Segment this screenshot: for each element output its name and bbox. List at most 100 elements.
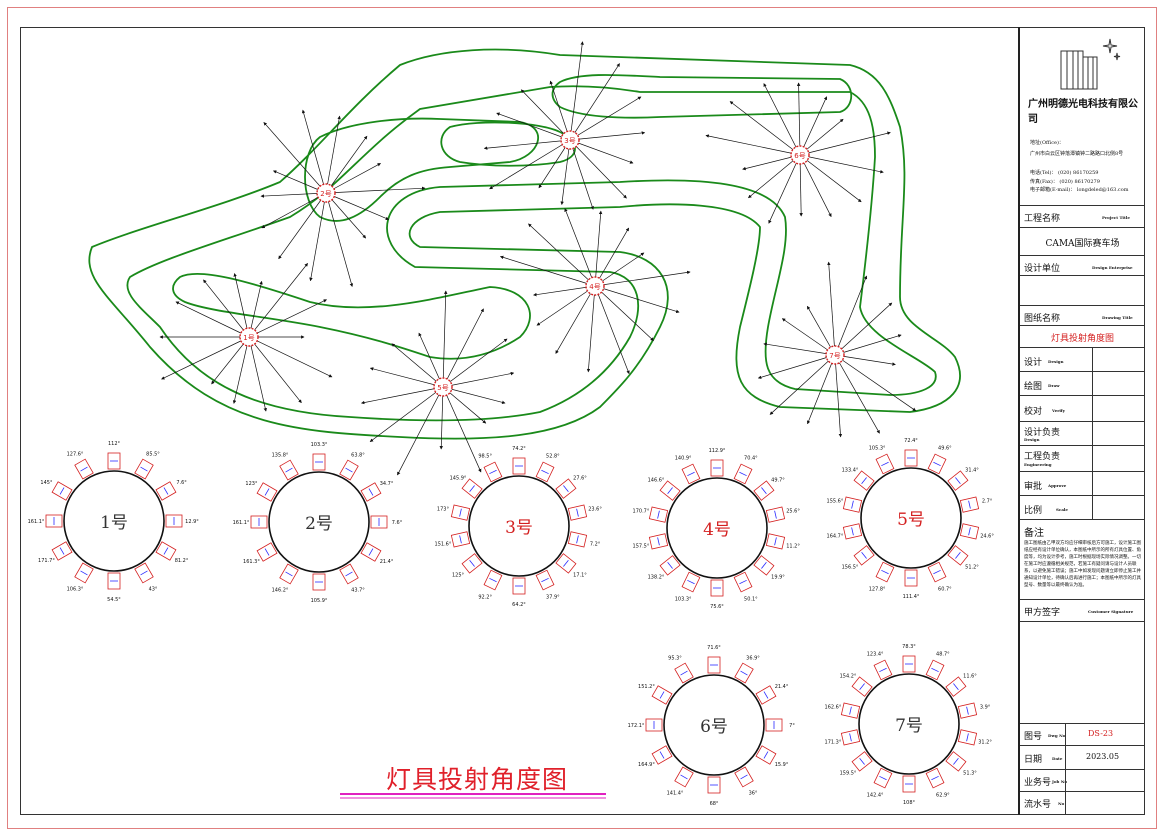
pole-marker <box>585 276 605 296</box>
track-infield-loop-1 <box>172 272 531 360</box>
angle-label: 17.1° <box>573 573 587 579</box>
angle-label: 3.9° <box>980 705 991 711</box>
fixture-mark <box>861 552 867 559</box>
track-pole-2: 2号 <box>260 109 426 287</box>
angle-label: 108° <box>903 800 916 806</box>
design-sep <box>1092 348 1093 372</box>
pole-marker <box>316 183 336 203</box>
angle-label: 159.5° <box>840 771 857 777</box>
angle-label: 141.4° <box>667 791 684 797</box>
angle-label: 145° <box>40 480 53 486</box>
angle-label: 7° <box>789 723 795 729</box>
angle-label: 106.3° <box>67 587 84 593</box>
angle-label: 25.6° <box>786 509 800 515</box>
track-pole-1: 1号 <box>159 263 333 412</box>
angle-label: 123.4° <box>867 652 884 658</box>
fixture-mark <box>59 487 65 495</box>
aim-arrow <box>569 131 646 141</box>
aim-arrow <box>586 285 596 373</box>
angle-label: 7.6° <box>176 480 187 486</box>
design-lead-row: 设计负责 Design <box>1020 421 1145 446</box>
angle-label: 54.5° <box>107 597 121 603</box>
aim-arrow <box>309 192 327 282</box>
date-sep <box>1065 746 1066 770</box>
aim-arrow <box>391 343 444 388</box>
fixture-mark <box>680 774 688 780</box>
fixture-mark <box>881 569 889 575</box>
track-pole-label: 5号 <box>437 384 448 392</box>
email-text: 电子邮箱(E-mail)： longdeled@163.com <box>1030 187 1129 193</box>
project-value-row: CAMA国际赛车场 <box>1020 227 1145 255</box>
track-pole-label: 3号 <box>564 137 575 145</box>
aim-arrow <box>569 139 594 210</box>
fixture-mark <box>667 487 673 494</box>
angle-label: 11.2° <box>786 543 800 549</box>
aim-arrow <box>211 336 250 385</box>
fixture-mark <box>739 471 747 477</box>
drawing-title-row: 图纸名称 Drawing Title <box>1020 305 1145 325</box>
angle-label: 34.7° <box>380 481 394 487</box>
pole-ring <box>663 674 765 776</box>
angle-label: 103.3° <box>311 442 328 448</box>
angle-label: 161.1° <box>28 519 45 525</box>
notes-text: 施工图纸由乙甲双方均应仔细审核后方可施工，设计施工图纸应经有设计单位确认，本图纸… <box>1024 541 1141 588</box>
notes-row: 备注 施工图纸由乙甲双方均应仔细审核后方可施工，设计施工图纸应经有设计单位确认，… <box>1020 519 1145 599</box>
project-title-label: 工程名称 <box>1024 214 1061 224</box>
title-block: 广州明德光电科技有限公司 地址(Office)： 广州市白云区钟落潭镇钟二路路口… <box>1018 27 1145 815</box>
design-label: 设计 <box>1024 358 1043 368</box>
aim-arrow <box>705 134 801 156</box>
aim-arrow <box>361 386 444 405</box>
aim-arrow <box>161 336 250 380</box>
fixture-mark <box>879 667 887 673</box>
track-infield-loop-4 <box>440 121 576 167</box>
pole-angle-diagrams: 1号112°85.5°7.6°12.9°81.2°43°54.5°106.3°1… <box>28 438 995 807</box>
track-pole-6: 6号 <box>705 82 891 224</box>
fixture-mark <box>687 579 695 585</box>
aim-arrow <box>569 139 634 164</box>
pole-number: 6号 <box>700 717 728 737</box>
aim-arrow <box>799 131 891 156</box>
pole-ring <box>268 471 370 573</box>
angle-label: 74.2° <box>512 446 526 452</box>
angle-label: 60.7° <box>938 586 952 592</box>
approve-label: 审批 <box>1024 482 1043 492</box>
track-inner-boundary <box>126 85 937 422</box>
aim-arrow <box>742 154 801 171</box>
fixture-mark <box>459 535 462 544</box>
track-pole-label: 6号 <box>794 152 805 160</box>
address-label: 地址(Office)： <box>1030 140 1064 146</box>
pole-diagram-2: 2号103.3°63.8°34.7°7.6°21.4°43.7°105.9°14… <box>233 442 403 604</box>
design-unit-row: 设计单位 Design Enterprise <box>1020 255 1145 275</box>
aim-arrow <box>834 354 880 434</box>
client-sign-label-en: Customer Signature <box>1088 609 1134 614</box>
aim-arrow <box>834 354 896 366</box>
scale-label: 比例 <box>1024 506 1043 516</box>
pole-ring <box>63 470 165 572</box>
fixture-mark <box>163 547 169 555</box>
fixture-mark <box>761 562 767 569</box>
fixture-mark <box>859 683 865 690</box>
design-unit-blank-row <box>1020 275 1145 305</box>
race-track <box>88 48 961 440</box>
aim-arrow <box>442 308 484 388</box>
pole-number: 5号 <box>897 510 925 530</box>
design-row: 设计 Design <box>1020 347 1145 372</box>
pole-diagram-1: 1号112°85.5°7.6°12.9°81.2°43°54.5°106.3°1… <box>28 441 200 603</box>
fixture-mark <box>541 577 549 583</box>
signature-area <box>1020 621 1145 723</box>
angle-label: 151.6° <box>435 541 452 547</box>
fixture-mark <box>667 562 673 569</box>
angle-label: 7.2° <box>590 541 601 547</box>
angle-label: 31.4° <box>965 467 979 473</box>
fixture-mark <box>968 527 971 536</box>
fixture-mark <box>774 537 777 546</box>
pole-diagram-6: 6号71.6°36.9°21.4°7°15.9°36°68°141.4°164.… <box>628 645 796 807</box>
aim-arrow <box>747 154 801 199</box>
aim-arrow <box>325 192 390 220</box>
fixture-mark <box>966 733 969 742</box>
aim-arrow <box>757 354 836 379</box>
design-unit-label-en: Design Enterprise <box>1092 265 1133 270</box>
dwg-no-row: 图号 Dwg No DS-23 <box>1020 723 1145 746</box>
design-unit-label: 设计单位 <box>1024 264 1061 274</box>
